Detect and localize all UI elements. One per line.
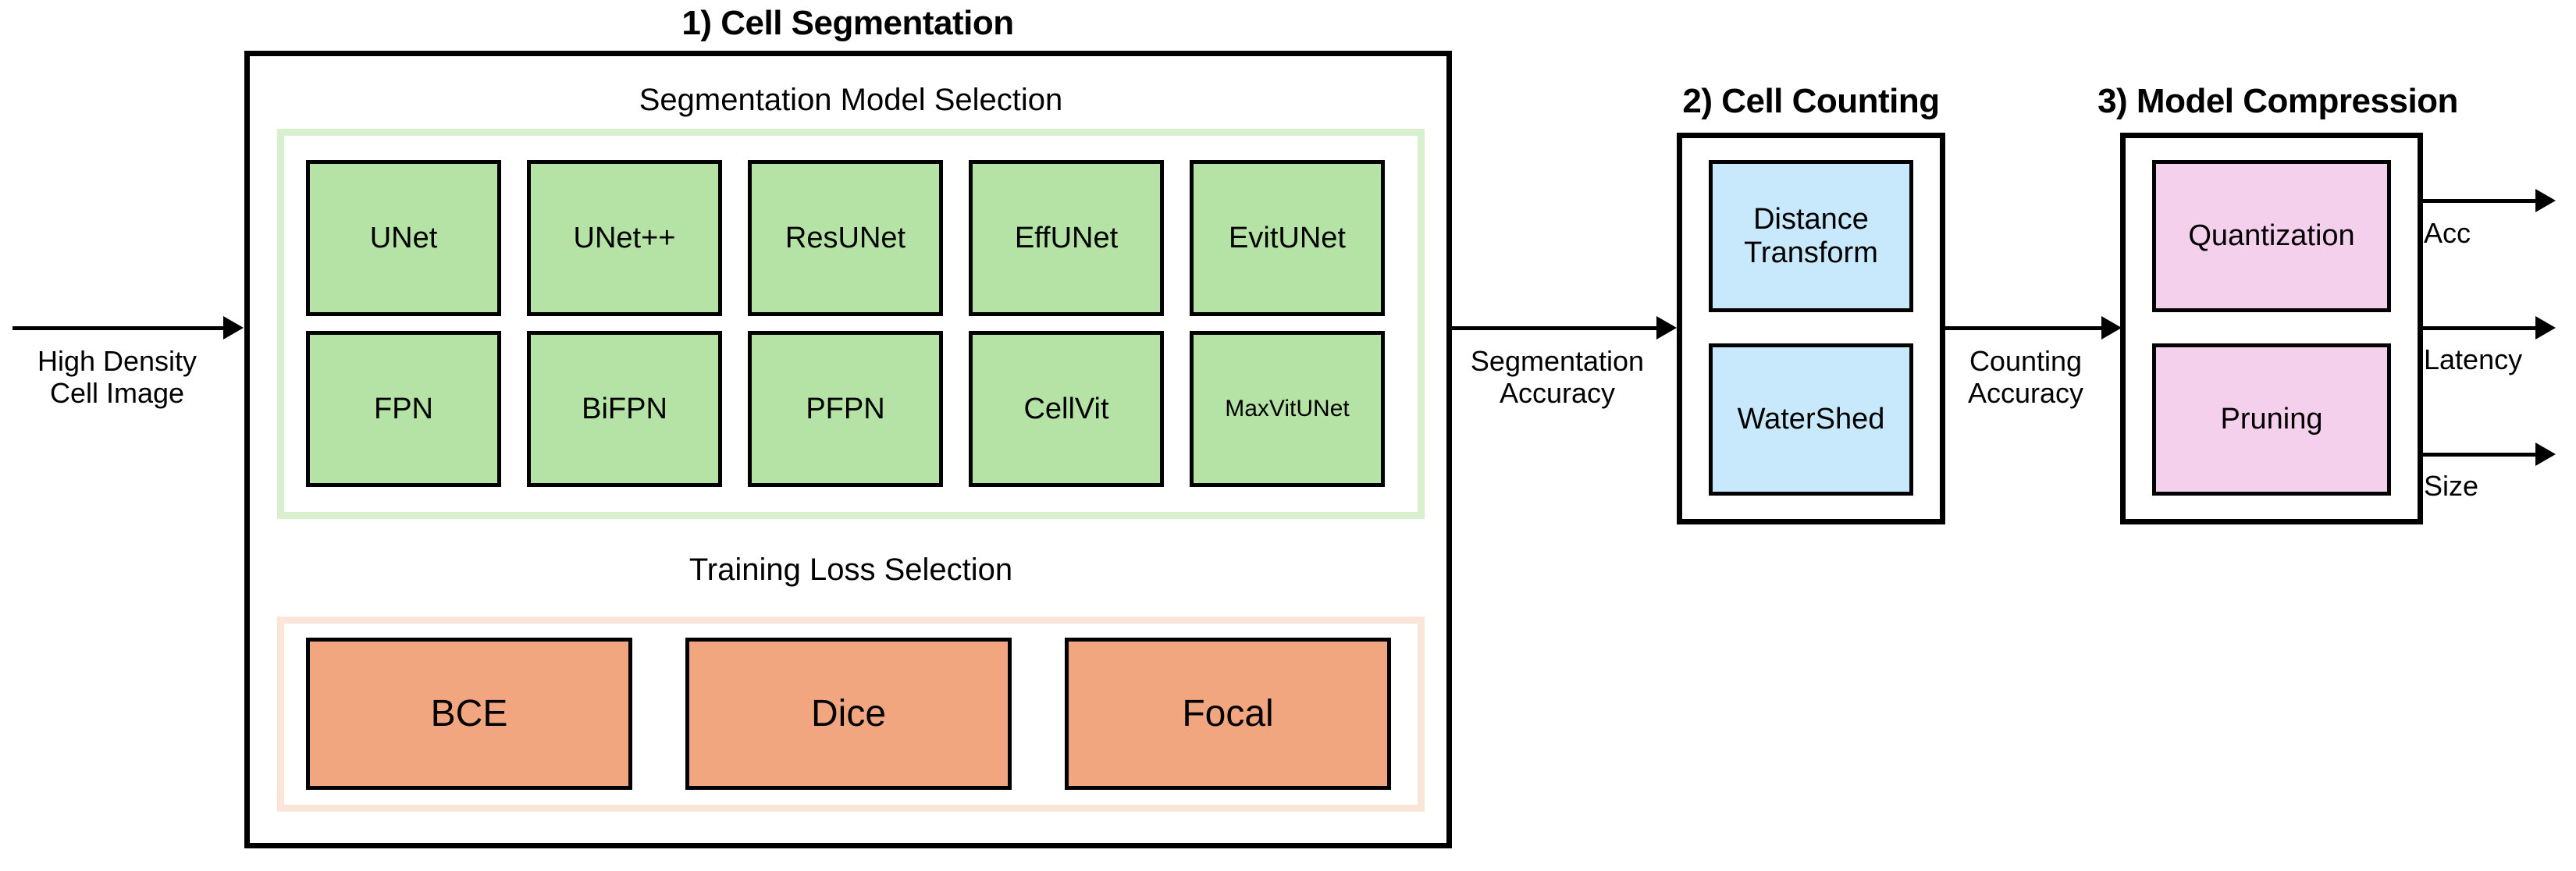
output-label-acc: Acc — [2424, 217, 2471, 249]
stage-1-title: 1) Cell Segmentation — [681, 4, 1014, 42]
counting-box-distance-transform[interactable]: Distance Transform — [1709, 160, 1913, 312]
model-box-evitunet[interactable]: EvitUNet — [1190, 160, 1385, 316]
segmentation-accuracy-arrow-head — [1656, 316, 1677, 340]
counting-accuracy-arrow-line — [1945, 326, 2105, 330]
segmentation-accuracy-line2: Accuracy — [1499, 377, 1616, 410]
size-arrow-head — [2535, 443, 2556, 466]
model-box-cellvit[interactable]: CellVit — [969, 331, 1164, 487]
latency-arrow-line — [2420, 326, 2539, 330]
segmentation-accuracy-label: Segmentation Accuracy — [1444, 345, 1670, 410]
compression-box-pruning[interactable]: Pruning — [2152, 343, 2391, 496]
stage-3-title: 3) Model Compression — [2097, 82, 2458, 120]
input-label-line1: High Density — [37, 345, 197, 377]
pruning-label: Pruning — [2220, 403, 2323, 436]
loss-box-bce[interactable]: BCE — [306, 638, 632, 790]
output-label-latency: Latency — [2424, 343, 2523, 375]
input-label-line2: Cell Image — [49, 377, 185, 410]
counting-accuracy-line2: Accuracy — [1967, 377, 2084, 410]
segmentation-model-selection-caption: Segmentation Model Selection — [639, 83, 1063, 117]
counting-accuracy-line1: Counting — [1969, 345, 2083, 377]
latency-arrow-head — [2535, 316, 2556, 340]
input-arrow-line — [12, 326, 225, 330]
size-arrow-line — [2420, 453, 2539, 457]
counting-accuracy-label: Counting Accuracy — [1928, 345, 2123, 410]
loss-box-dice[interactable]: Dice — [685, 638, 1012, 790]
model-box-resunet[interactable]: ResUNet — [748, 160, 943, 316]
compression-box-quantization[interactable]: Quantization — [2152, 160, 2391, 312]
model-box-bifpn[interactable]: BiFPN — [527, 331, 722, 487]
input-label: High Density Cell Image — [0, 345, 234, 410]
model-box-maxvitunet[interactable]: MaxVitUNet — [1190, 331, 1385, 487]
distance-transform-line1: Distance — [1753, 202, 1869, 236]
model-box-unet[interactable]: UNet — [306, 160, 501, 316]
model-box-pfpn[interactable]: PFPN — [748, 331, 943, 487]
acc-arrow-line — [2420, 199, 2539, 203]
segmentation-accuracy-arrow-line — [1452, 326, 1661, 330]
counting-accuracy-arrow-head — [2101, 316, 2122, 340]
distance-transform-line2: Transform — [1744, 236, 1878, 269]
loss-box-focal[interactable]: Focal — [1065, 638, 1391, 790]
model-box-unetpp[interactable]: UNet++ — [527, 160, 722, 316]
model-box-effunet[interactable]: EffUNet — [969, 160, 1164, 316]
stage-2-title: 2) Cell Counting — [1682, 82, 1940, 120]
model-box-fpn[interactable]: FPN — [306, 331, 501, 487]
segmentation-accuracy-line1: Segmentation — [1470, 345, 1645, 377]
acc-arrow-head — [2535, 189, 2556, 212]
watershed-label: WaterShed — [1737, 403, 1885, 436]
counting-box-watershed[interactable]: WaterShed — [1709, 343, 1913, 496]
input-arrow-head — [223, 316, 244, 340]
output-label-size: Size — [2424, 470, 2479, 502]
training-loss-selection-caption: Training Loss Selection — [688, 553, 1013, 587]
quantization-label: Quantization — [2188, 219, 2355, 253]
